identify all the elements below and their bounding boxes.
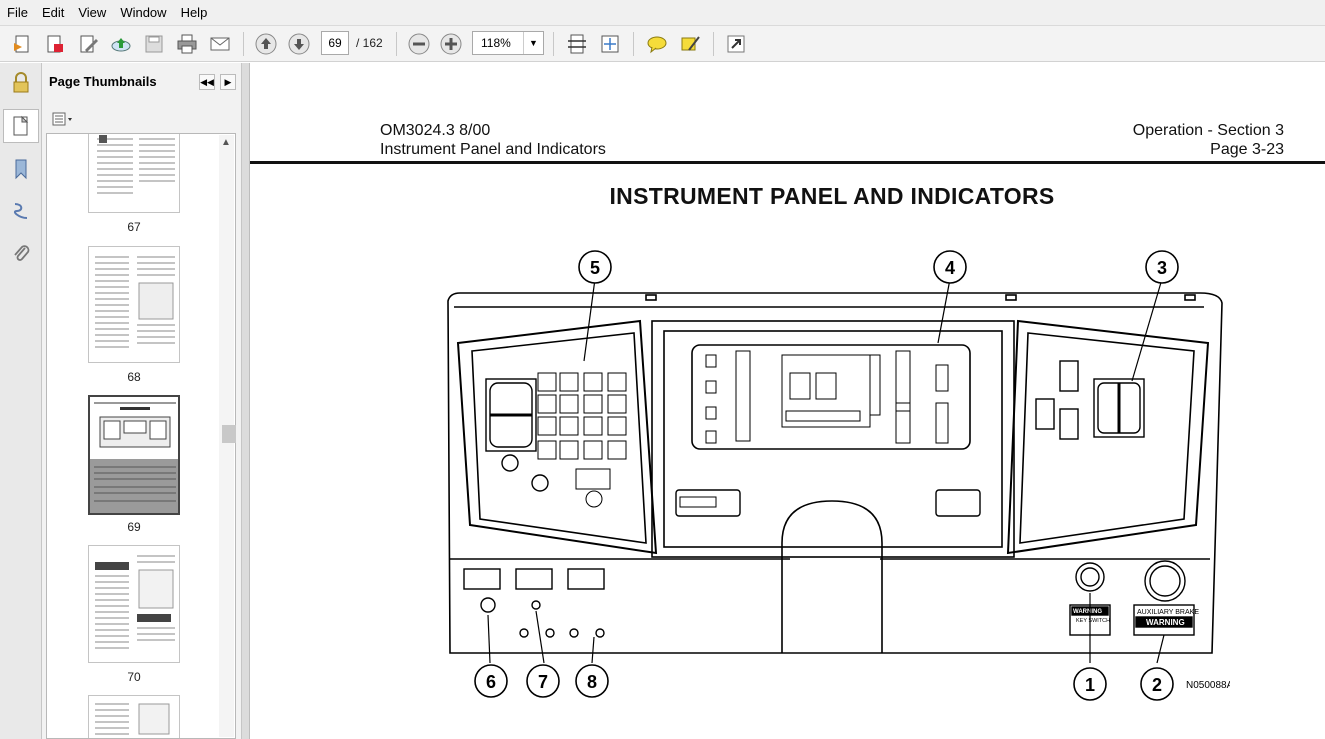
chevron-down-icon[interactable]: ▼ [523,32,543,54]
collapse-panel-icon[interactable]: ◀◀ [199,74,215,90]
document-view[interactable]: OM3024.3 8/00 Instrument Panel and Indic… [250,63,1325,739]
thumbnail-page-number: 68 [127,370,141,384]
sign-icon[interactable] [74,30,102,58]
callout-4: 4 [945,258,955,278]
panel-splitter[interactable] [222,63,250,739]
callout-7: 7 [538,672,548,692]
export-icon[interactable] [41,30,69,58]
figure-id: N050088A [1186,680,1230,691]
lock-icon[interactable] [7,69,35,97]
callout-8: 8 [587,672,597,692]
page-label: Page 3-23 [1210,141,1284,158]
zoom-value: 118% [481,36,511,50]
previous-page-icon[interactable] [252,30,280,58]
page-number-input[interactable]: 69 [321,31,349,55]
toolbar: 69 / 162 118% ▼ [0,26,1325,62]
key-switch-label: KEY SWITCH [1076,618,1110,624]
menu-edit[interactable]: Edit [41,5,65,20]
callout-2: 2 [1152,675,1162,695]
page-header-right: Operation - Section 3 Page 3-23 [1133,121,1284,159]
thumbnail-page[interactable] [88,246,180,363]
email-icon[interactable] [206,30,234,58]
thumbnail-page[interactable] [88,545,180,663]
fit-page-icon[interactable] [563,30,591,58]
scrollbar-thumb[interactable] [222,425,236,443]
thumbnail-list[interactable]: 67 68 69 [46,133,236,739]
thumbnail-page[interactable] [88,134,180,213]
aux-brake-label: AUXILIARY BRAKE [1137,609,1199,616]
thumbnail-page-number: 67 [127,220,141,234]
page-total: / 162 [356,36,383,50]
callout-3: 3 [1157,258,1167,278]
upload-icon[interactable] [107,30,135,58]
header-rule [250,161,1325,164]
menu-window[interactable]: Window [120,5,167,20]
create-icon[interactable] [8,30,36,58]
page-header-left: OM3024.3 8/00 Instrument Panel and Indic… [380,121,606,159]
thumbnail-options-icon[interactable] [50,110,76,128]
aux-brake-warning: WARNING [1146,618,1185,627]
key-switch-warning: WARNING [1073,609,1102,615]
doc-number: OM3024.3 8/00 [380,122,491,139]
bookmark-icon[interactable] [7,155,35,183]
callout-5: 5 [590,258,600,278]
zoom-out-icon[interactable] [405,30,433,58]
navigation-strip [0,63,42,739]
comment-icon[interactable] [643,30,671,58]
save-icon[interactable] [140,30,168,58]
attachment-icon[interactable] [7,239,35,267]
instrument-panel-figure: AUXILIARY BRAKE WARNING WARNING KEY SWIT… [447,250,1230,701]
panel-close-icon[interactable]: ▶ [220,74,236,90]
thumbnail-page[interactable] [88,695,180,738]
zoom-select[interactable]: 118% ▼ [472,31,544,55]
signatures-icon[interactable] [7,197,35,225]
menu-view[interactable]: View [78,5,107,20]
menu-file[interactable]: File [7,5,28,20]
menu-help[interactable]: Help [180,5,208,20]
scroll-up-icon[interactable]: ▲ [221,137,231,148]
fullscreen-icon[interactable] [722,30,750,58]
document-title: INSTRUMENT PANEL AND INDICATORS [609,183,1055,209]
panel-title: Page Thumbnails [49,74,157,89]
section-name: Instrument Panel and Indicators [380,141,606,158]
callout-6: 6 [486,672,496,692]
thumbnail-page-number: 70 [127,670,141,684]
menu-bar: File Edit View Window Help [0,0,1325,26]
callout-1: 1 [1085,675,1095,695]
zoom-in-icon[interactable] [437,30,465,58]
print-icon[interactable] [173,30,201,58]
highlight-icon[interactable] [676,30,704,58]
thumbnail-page-number: 69 [127,520,141,534]
next-page-icon[interactable] [285,30,313,58]
fit-width-icon[interactable] [596,30,624,58]
thumbnail-page-selected[interactable] [88,395,180,515]
page-thumbnails-icon[interactable] [3,109,39,143]
section-title: Operation - Section 3 [1132,122,1284,139]
